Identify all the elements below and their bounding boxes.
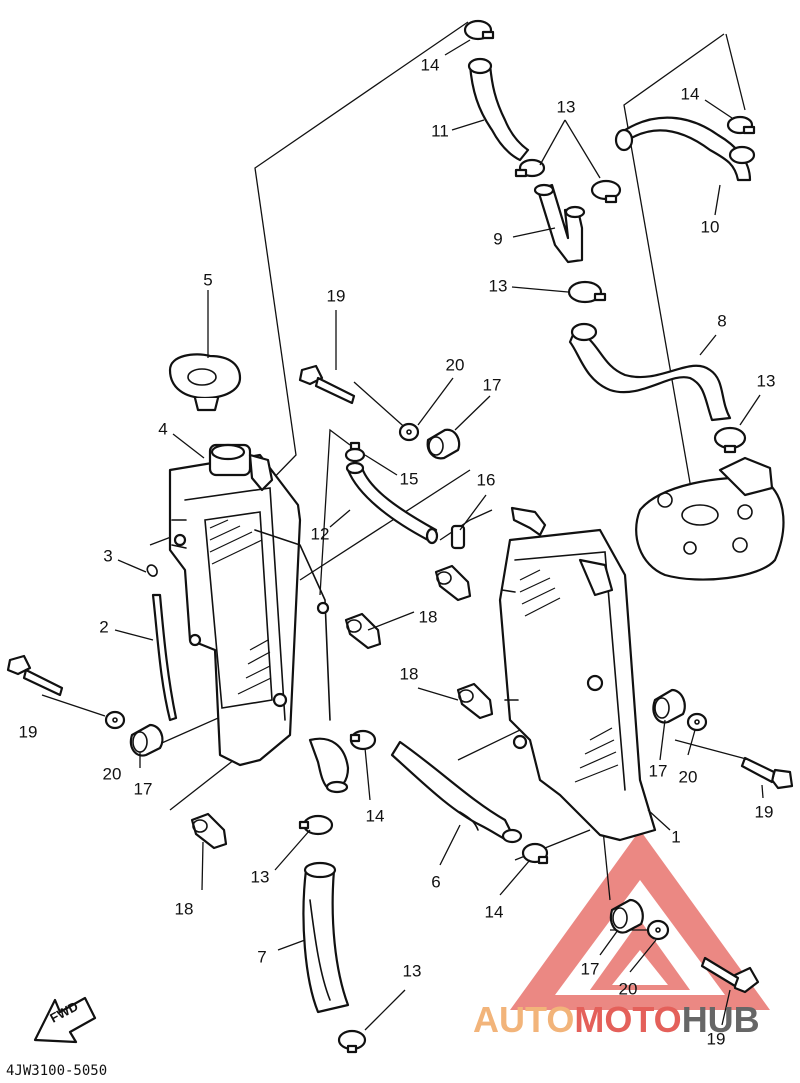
callout-14-lower-left: 14 — [366, 806, 385, 825]
svg-text:AUTOMOTOHUB: AUTOMOTOHUB — [473, 999, 760, 1040]
callout-14-top-right: 14 — [681, 84, 700, 103]
callout-17-bottom: 17 — [581, 959, 600, 978]
callout-8: 8 — [717, 311, 726, 330]
callout-18-upper: 18 — [419, 607, 438, 626]
hose-7 — [302, 861, 350, 1014]
callout-3: 3 — [103, 546, 112, 565]
callout-13-top: 13 — [557, 97, 576, 116]
hose-12 — [345, 461, 439, 545]
bolts — [6, 364, 794, 994]
diagram-code: 4JW3100-5050 — [6, 1063, 107, 1079]
callout-9: 9 — [493, 229, 502, 248]
callout-15: 15 — [400, 469, 419, 488]
callout-1: 1 — [671, 827, 680, 846]
callout-13-lower: 13 — [251, 867, 270, 886]
callout-17-right: 17 — [649, 761, 668, 780]
cylinder-head — [635, 456, 785, 581]
callout-20-top: 20 — [446, 355, 465, 374]
callout-20-right: 20 — [679, 767, 698, 786]
radiator-right — [498, 506, 657, 842]
callout-18-lower: 18 — [175, 899, 194, 918]
callout-19-right: 19 — [755, 802, 774, 821]
collars — [190, 564, 494, 850]
callout-17-left: 17 — [134, 779, 153, 798]
callout-leaders — [41, 39, 764, 1031]
callout-19-top: 19 — [327, 286, 346, 305]
hose-6 — [390, 740, 523, 844]
callout-14-top-left: 14 — [421, 55, 440, 74]
callout-19-left: 19 — [19, 722, 38, 741]
hose-10 — [614, 116, 756, 182]
callout-18-middle: 18 — [400, 664, 419, 683]
callout-5: 5 — [203, 270, 212, 289]
callout-16: 16 — [477, 470, 496, 489]
hose-2 — [151, 593, 178, 722]
radiator-cap — [168, 353, 242, 412]
hose-8 — [568, 322, 732, 422]
callout-11: 11 — [431, 121, 449, 140]
watermark-text: AUTOMOTOHUB — [473, 999, 760, 1040]
callout-2: 2 — [99, 617, 108, 636]
callout-10: 10 — [701, 217, 720, 236]
watermark-hub: HUB — [682, 999, 760, 1040]
watermark-auto: AUTO — [473, 999, 574, 1040]
callout-4: 4 — [158, 419, 167, 438]
callout-20-left: 20 — [103, 764, 122, 783]
callout-numbers: 5 4 3 2 19 20 17 18 13 7 13 14 6 14 1 17… — [19, 55, 776, 1048]
watermark-moto: MOTO — [574, 999, 681, 1040]
clip-3 — [146, 564, 158, 577]
hose-11 — [467, 57, 530, 162]
callout-13-bottom: 13 — [403, 961, 422, 980]
callout-12: 12 — [311, 524, 330, 543]
callout-19-bottom: 19 — [707, 1029, 726, 1048]
callout-6: 6 — [431, 872, 440, 891]
callout-17-top: 17 — [483, 375, 502, 394]
washers — [104, 422, 708, 941]
hose-clamps — [298, 19, 756, 1054]
callout-13-right: 13 — [757, 371, 776, 390]
callout-20-bottom: 20 — [619, 979, 638, 998]
callout-14-lower-right: 14 — [485, 902, 504, 921]
radiator-left — [168, 443, 331, 767]
callout-13-middle: 13 — [489, 276, 508, 295]
left-outlet-elbow — [308, 737, 350, 794]
fwd-arrow-icon: FWD — [33, 996, 97, 1044]
grommets — [129, 428, 686, 934]
callout-7: 7 — [257, 947, 266, 966]
hose-9 — [533, 183, 586, 264]
